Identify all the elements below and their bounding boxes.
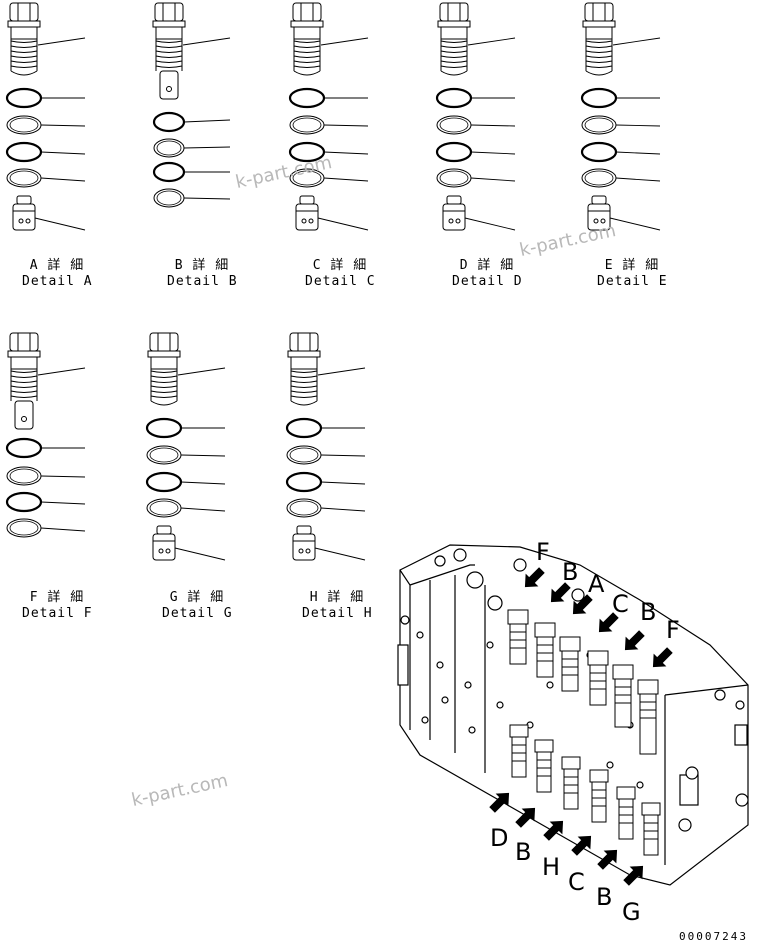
detail-drawing [5,2,86,231]
detail-drawing [285,332,366,561]
detail-caption-en: Detail H [302,606,373,621]
detail-caption-jp: F 詳 細 [29,590,85,605]
detail-caption-jp: B 詳 細 [174,258,230,273]
callout-bottom-3: H [542,853,561,881]
callout-top-2: B [562,558,579,586]
detail-caption-en: Detail A [22,274,93,289]
callout-top-3: A [588,570,605,598]
callout-bottom-2: B [515,838,532,866]
detail-caption-en: Detail E [597,274,668,289]
detail-caption-jp: A 詳 細 [29,258,85,273]
callout-top-1: F [536,538,550,566]
callout-bottom-6: G [622,898,641,926]
callout-top-5: B [640,598,657,626]
detail-caption-jp: E 詳 細 [604,258,660,273]
detail-caption-en: Detail C [305,274,376,289]
detail-caption-en: Detail F [22,606,93,621]
detail-caption-en: Detail D [452,274,523,289]
detail-caption-jp: H 詳 細 [309,590,365,605]
detail-caption-jp: G 詳 細 [169,590,225,605]
detail-drawing [5,332,86,538]
detail-drawing [435,2,516,231]
control-valve-assembly [397,544,749,886]
detail-caption-jp: D 詳 細 [459,258,515,273]
callout-bottom-1: D [490,824,509,852]
detail-drawing [288,2,369,231]
callout-bottom-4: C [568,868,585,896]
detail-caption-en: Detail G [162,606,233,621]
callout-top-6: F [666,616,680,644]
detail-caption-en: Detail B [167,274,238,289]
callout-bottom-5: B [596,883,613,911]
callout-top-4: C [612,590,629,618]
watermark: k-part.com [129,770,230,811]
detail-drawing [580,2,661,231]
detail-caption-jp: C 詳 細 [312,258,368,273]
drawing-code: 00007243 [679,930,748,943]
detail-drawing [145,332,226,561]
detail-drawing [152,2,231,208]
